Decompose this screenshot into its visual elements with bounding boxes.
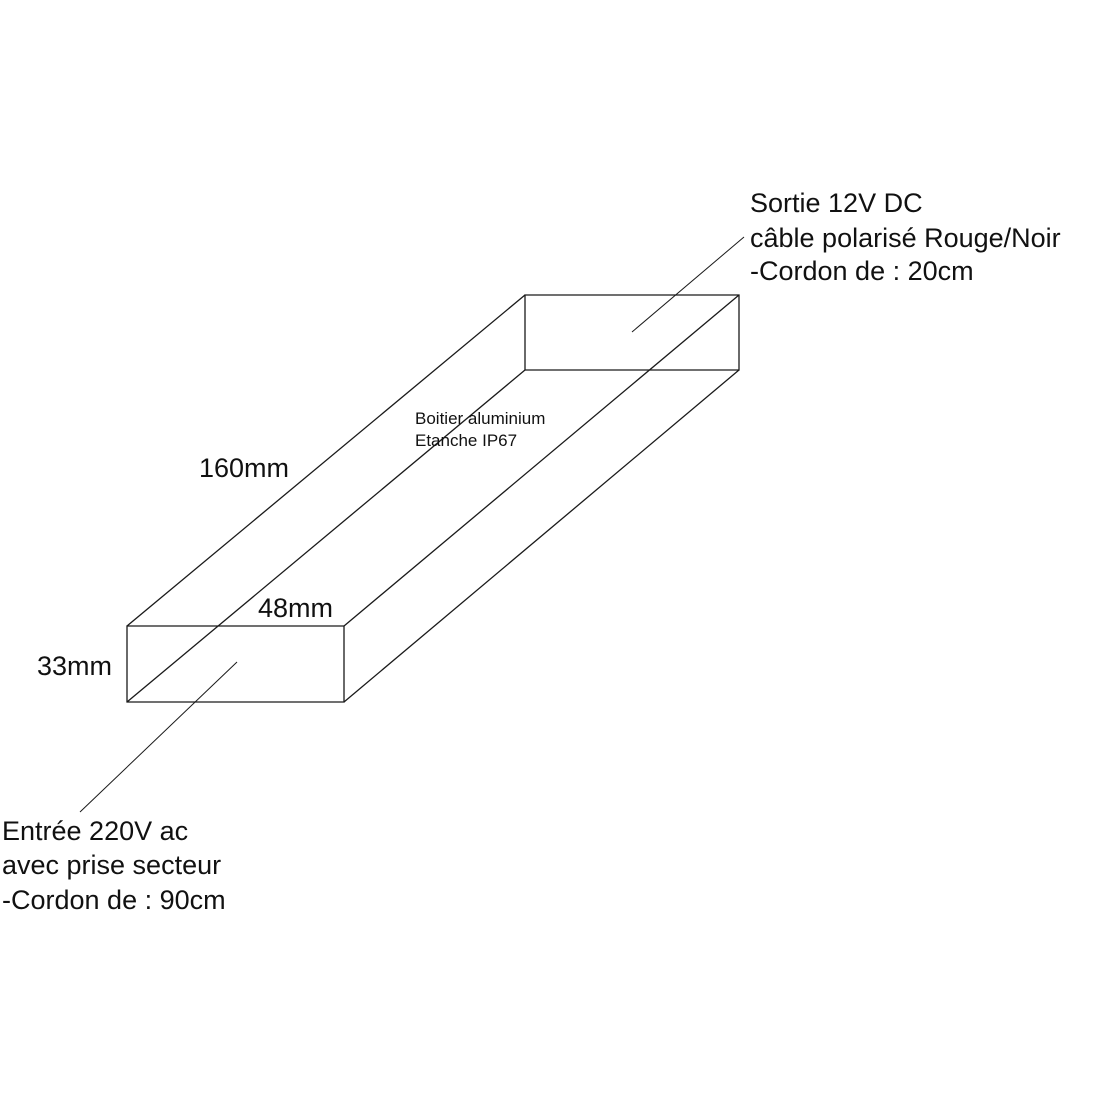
width-dimension-label: 48mm: [258, 593, 333, 623]
housing-note-line1: Boitier aluminium: [415, 409, 545, 428]
input-leader-line: [79, 661, 238, 813]
output-note-line2: câble polarisé Rouge/Noir: [750, 223, 1061, 253]
back-face: [524, 294, 740, 371]
input-note-line1: Entrée 220V ac: [2, 816, 188, 846]
edge-top-right: [343, 294, 740, 627]
output-leader-line: [631, 236, 745, 333]
output-note: Sortie 12V DC câble polarisé Rouge/Noir …: [750, 188, 1061, 286]
height-dimension-label: 33mm: [37, 651, 112, 681]
edge-bottom-right: [343, 369, 740, 703]
length-dimension-label: 160mm: [199, 453, 289, 483]
housing-note-line2: Etanche IP67: [415, 431, 517, 450]
input-note: Entrée 220V ac avec prise secteur -Cordo…: [2, 816, 226, 915]
input-note-line3: -Cordon de : 90cm: [2, 885, 226, 915]
output-note-line3: -Cordon de : 20cm: [750, 256, 974, 286]
edge-top-left: [126, 294, 526, 627]
housing-note: Boitier aluminium Etanche IP67: [415, 409, 545, 450]
edge-bottom-left: [126, 369, 526, 703]
output-note-line1: Sortie 12V DC: [750, 188, 923, 218]
housing-box: [126, 294, 740, 703]
input-note-line2: avec prise secteur: [2, 850, 221, 880]
